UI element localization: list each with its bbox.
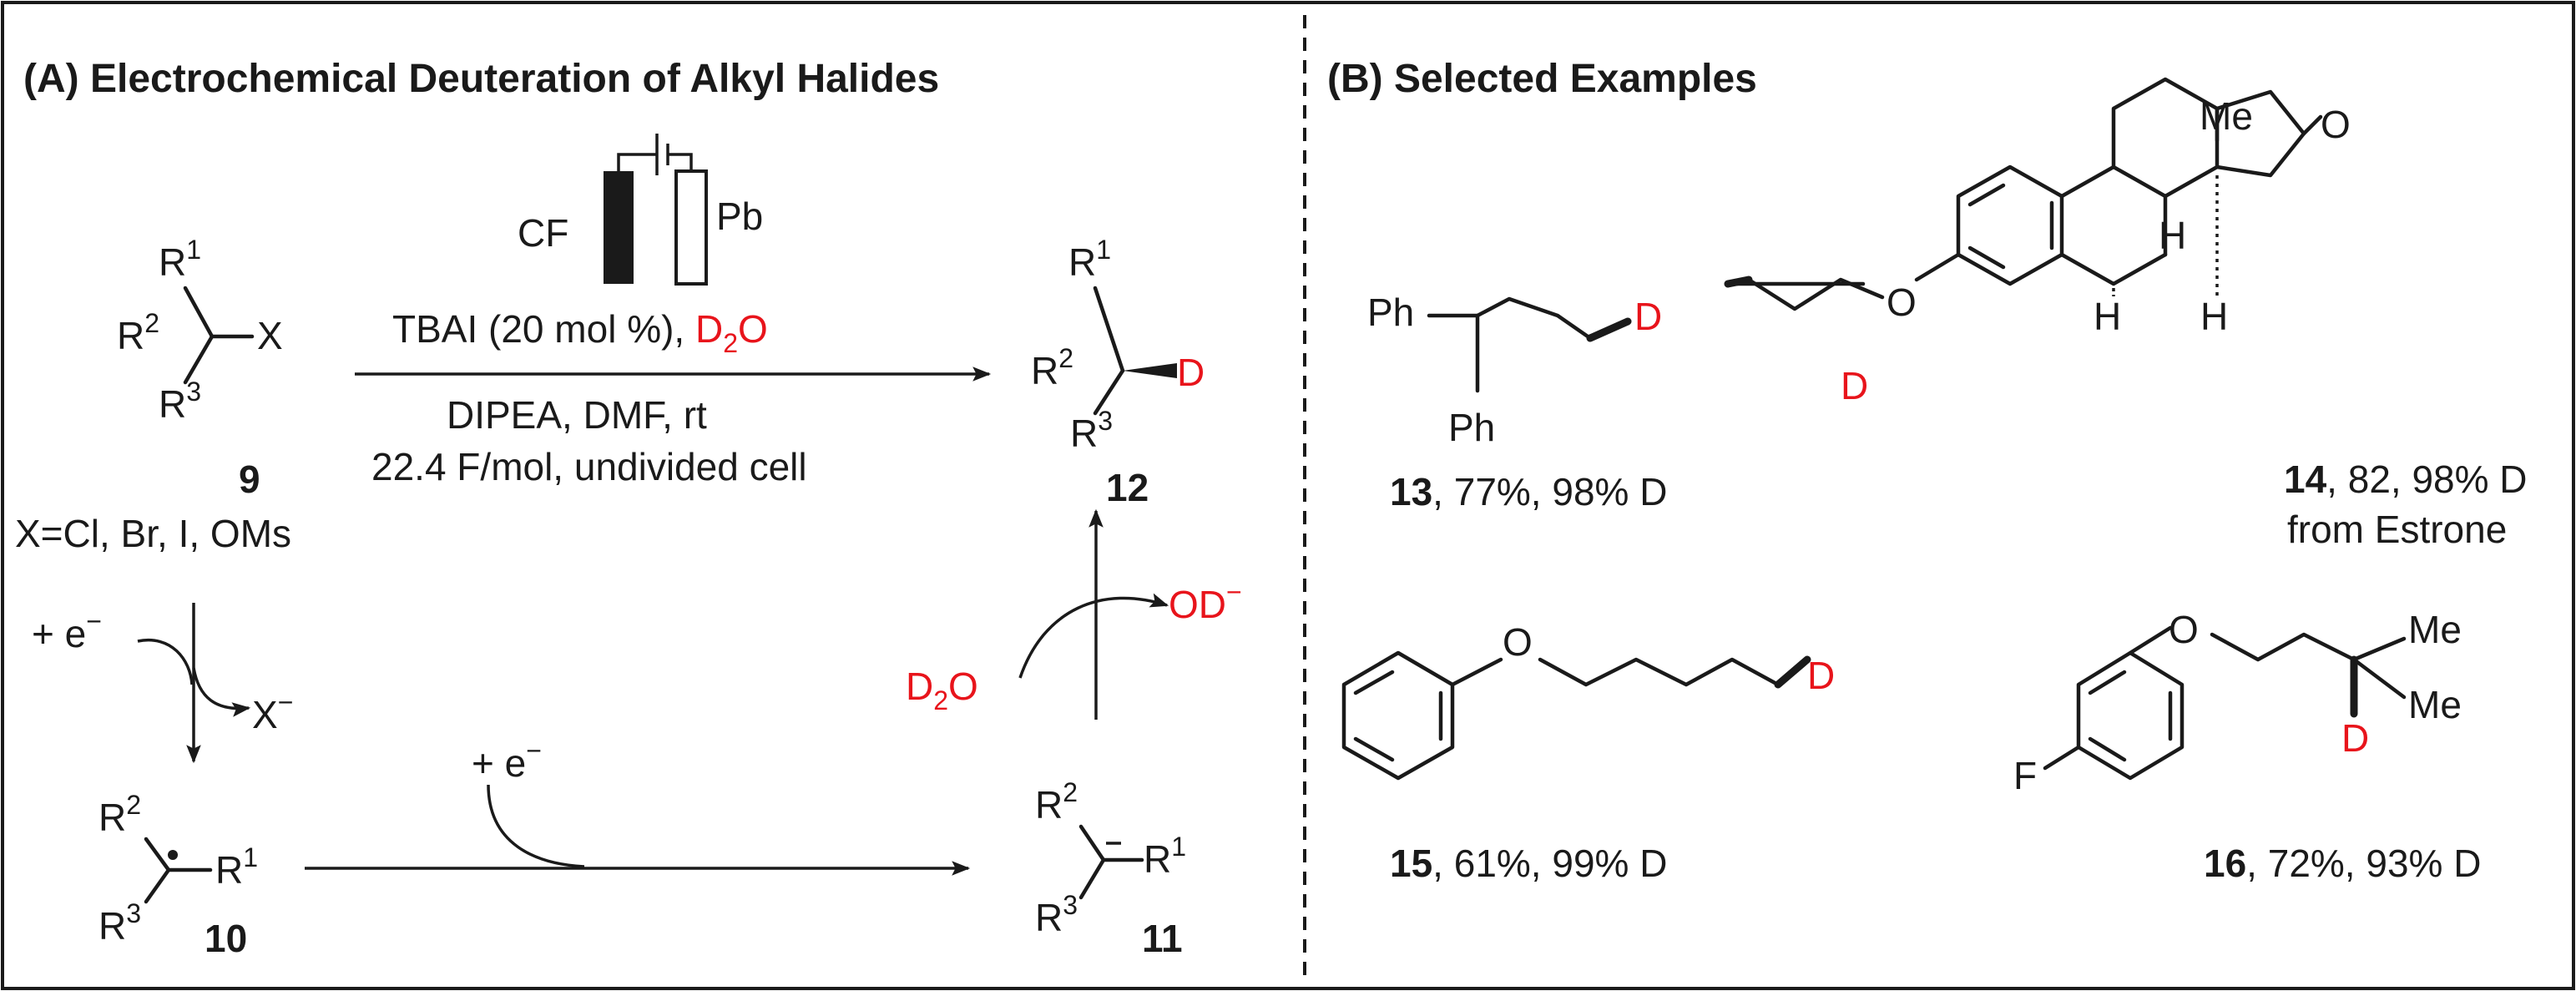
svg-text:R3: R3 xyxy=(159,377,201,426)
conditions-line-1: TBAI (20 mol %), D2O xyxy=(392,307,768,358)
od-minus-label: OD− xyxy=(1169,577,1242,626)
svg-text:O: O xyxy=(1887,281,1917,324)
svg-text:Me: Me xyxy=(2408,608,2462,651)
deuterated-bond xyxy=(1774,655,1811,689)
svg-text:R3: R3 xyxy=(98,898,141,948)
electron-label-2: + e− xyxy=(472,736,542,785)
svg-text:D: D xyxy=(1177,351,1205,394)
example-16: F O Me Me D 16, 72%, 93% D xyxy=(2013,608,2481,885)
radical-10: R2 R1 R3 10 xyxy=(98,790,258,960)
pb-label: Pb xyxy=(716,195,763,238)
example-14-caption: 14, 82, 98% D xyxy=(2284,458,2528,501)
electrolysis-cell-icon: CF Pb xyxy=(518,134,763,286)
example-15: O D 15, 61%, 99% D xyxy=(1341,620,1835,885)
svg-text:R2: R2 xyxy=(98,790,141,839)
wedge-bond xyxy=(1123,363,1177,378)
svg-text:O: O xyxy=(2321,103,2351,146)
leaving-group-curve xyxy=(192,667,251,717)
panel-b-title: (B) Selected Examples xyxy=(1327,57,1757,101)
svg-text:R1: R1 xyxy=(215,842,258,892)
conditions-line-2: DIPEA, DMF, rt xyxy=(447,393,707,437)
leaving-group-label: X− xyxy=(252,687,293,736)
deuteron-curve xyxy=(1018,593,1169,679)
compound-number-11: 11 xyxy=(1142,917,1183,960)
svg-text:H: H xyxy=(2200,295,2228,338)
svg-text:D: D xyxy=(1841,364,1868,407)
anion-11: R2 R1 R3 11 xyxy=(1035,777,1186,960)
svg-text:R1: R1 xyxy=(1068,235,1111,284)
svg-text:H: H xyxy=(2094,295,2121,338)
compound-number-9: 9 xyxy=(239,458,260,501)
cf-label: CF xyxy=(518,211,568,255)
electron-in-curve-2 xyxy=(487,784,585,868)
example-14-note: from Estrone xyxy=(2287,508,2507,551)
svg-text:O: O xyxy=(1503,620,1533,664)
svg-text:F: F xyxy=(2013,754,2037,797)
svg-text:D: D xyxy=(1634,295,1662,338)
compound-number-12: 12 xyxy=(1106,466,1149,509)
svg-text:R2: R2 xyxy=(1031,343,1073,392)
svg-text:R3: R3 xyxy=(1070,406,1113,455)
svg-text:X: X xyxy=(257,314,283,357)
example-13-caption: 13, 77%, 98% D xyxy=(1390,470,1667,513)
substrate-9: R1 R2 R3 X 9 X=Cl, Br, I, OMs xyxy=(15,235,291,555)
radical-dot xyxy=(168,850,178,860)
svg-text:D: D xyxy=(2341,716,2369,760)
electron-label-1: + e− xyxy=(32,606,102,655)
conditions-line-3: 22.4 F/mol, undivided cell xyxy=(371,445,807,488)
cf-electrode xyxy=(604,171,634,284)
example-13: Ph D Ph 13, 77%, 98% D xyxy=(1367,291,1667,513)
svg-text:Ph: Ph xyxy=(1448,406,1495,449)
example-16-caption: 16, 72%, 93% D xyxy=(2204,842,2481,885)
svg-text:R2: R2 xyxy=(1035,777,1078,827)
svg-text:Me: Me xyxy=(2408,683,2462,726)
svg-text:R2: R2 xyxy=(117,308,159,357)
electron-in-curve-1 xyxy=(137,638,194,685)
svg-text:R3: R3 xyxy=(1035,890,1078,939)
svg-text:D: D xyxy=(1807,654,1835,697)
product-12: R1 R2 R3 D 12 xyxy=(1031,235,1205,509)
example-15-caption: 15, 61%, 99% D xyxy=(1390,842,1667,885)
pb-electrode xyxy=(674,169,708,286)
compound-number-10: 10 xyxy=(205,917,247,960)
svg-text:Ph: Ph xyxy=(1367,291,1414,334)
d2o-label: D2O xyxy=(906,665,978,715)
panel-a-title: (A) Electrochemical Deuteration of Alkyl… xyxy=(23,57,939,101)
example-14: Me O H H H O D 14, 82, 98% D from Estron… xyxy=(1724,77,2528,551)
svg-text:O: O xyxy=(2169,608,2199,651)
svg-text:R1: R1 xyxy=(159,235,201,284)
leaving-group-definition: X=Cl, Br, I, OMs xyxy=(15,512,291,555)
svg-text:H: H xyxy=(2159,214,2186,257)
svg-text:R1: R1 xyxy=(1144,832,1186,881)
deuterated-bond xyxy=(1586,317,1632,342)
